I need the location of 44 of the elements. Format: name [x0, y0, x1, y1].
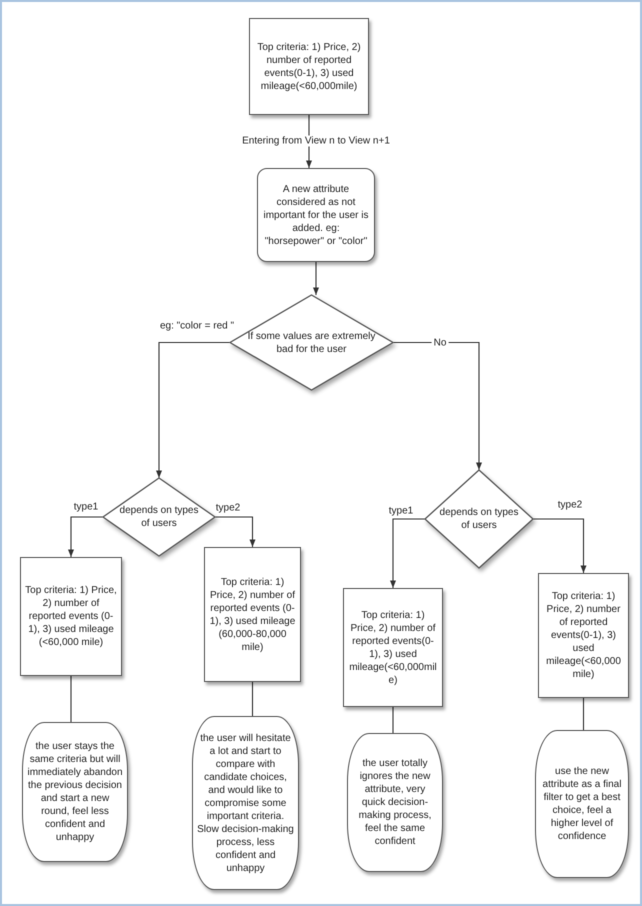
decision-diamond	[103, 478, 215, 556]
edge-label: No	[432, 337, 448, 348]
process-box	[249, 18, 369, 115]
node-text: the user totally ignores the new attribute, very quick decision-making process, feel the same confident	[358, 757, 432, 848]
node-text: Top criteria: 1) Price, 2) number of reported events (0-1), 3) used mileage (<60,000 mile)	[24, 584, 118, 649]
decision-diamond	[425, 470, 533, 568]
decision-diamond	[230, 295, 393, 390]
connector-line	[392, 707, 394, 733]
node-text: Top criteria: 1) Price, 2) number of reported events (0-1), 3) used mileage (60,000-80,000 mile)	[208, 576, 296, 654]
terminal-box	[192, 716, 299, 890]
node-text: A new attribute considered as not important for the user is added. eg: "horsepower" or "color"	[262, 182, 370, 248]
arrow	[215, 516, 256, 547]
arrow	[533, 518, 587, 573]
process-box	[538, 573, 629, 698]
edge-label: type1	[72, 502, 100, 512]
edge-label: eg: "color = red "	[158, 320, 236, 332]
terminal-box	[22, 722, 128, 862]
terminal-box	[347, 733, 443, 872]
node-text: Top criteria: 1) Price, 2) number of reported events(0-1), 3) used mileage(<60,000mile)	[256, 40, 362, 92]
connector-line	[252, 682, 254, 716]
edge-label: Entering from View n to View n+1	[240, 136, 392, 146]
node-text: use the new attribute as a final filter to get a best choice, feel a higher level of confidence	[542, 765, 622, 843]
arrow	[68, 516, 103, 557]
node-text: the user will hesitate a lot and start to compare with candidate choices, and would like to compromise some important criteria. Slow decision-making process, less confident and unhappy	[196, 732, 295, 874]
node-text: Top criteria: 1) Price, 2) number of reported events(0-1), 3) used mileage(<60,000mile)	[545, 590, 622, 681]
process-box	[204, 547, 301, 682]
arrow	[390, 518, 425, 588]
connector-line	[582, 698, 584, 730]
node-text: Top criteria: 1) Price, 2) number of reported events(0-1), 3) used mileage(<60,000mile)	[348, 608, 438, 686]
node-text: depends on types of users	[438, 506, 520, 532]
node-text: If some values are extremely bad for the user	[246, 330, 376, 356]
process-box	[343, 588, 443, 707]
arrow	[312, 262, 320, 295]
arrow	[156, 342, 230, 478]
edge-label: type2	[556, 500, 584, 510]
node-text: the user stays the same criteria but will immediately abandon the previous decision and start a new round, feel less confident and unhappy	[26, 740, 124, 844]
edge-label: type2	[214, 502, 242, 514]
connector-line	[70, 676, 72, 722]
node-text: depends on types of users	[118, 504, 200, 530]
arrow	[393, 342, 482, 470]
terminal-box	[535, 730, 629, 878]
process-box	[257, 168, 375, 262]
edge-label: type1	[386, 506, 416, 516]
process-box	[20, 557, 122, 676]
